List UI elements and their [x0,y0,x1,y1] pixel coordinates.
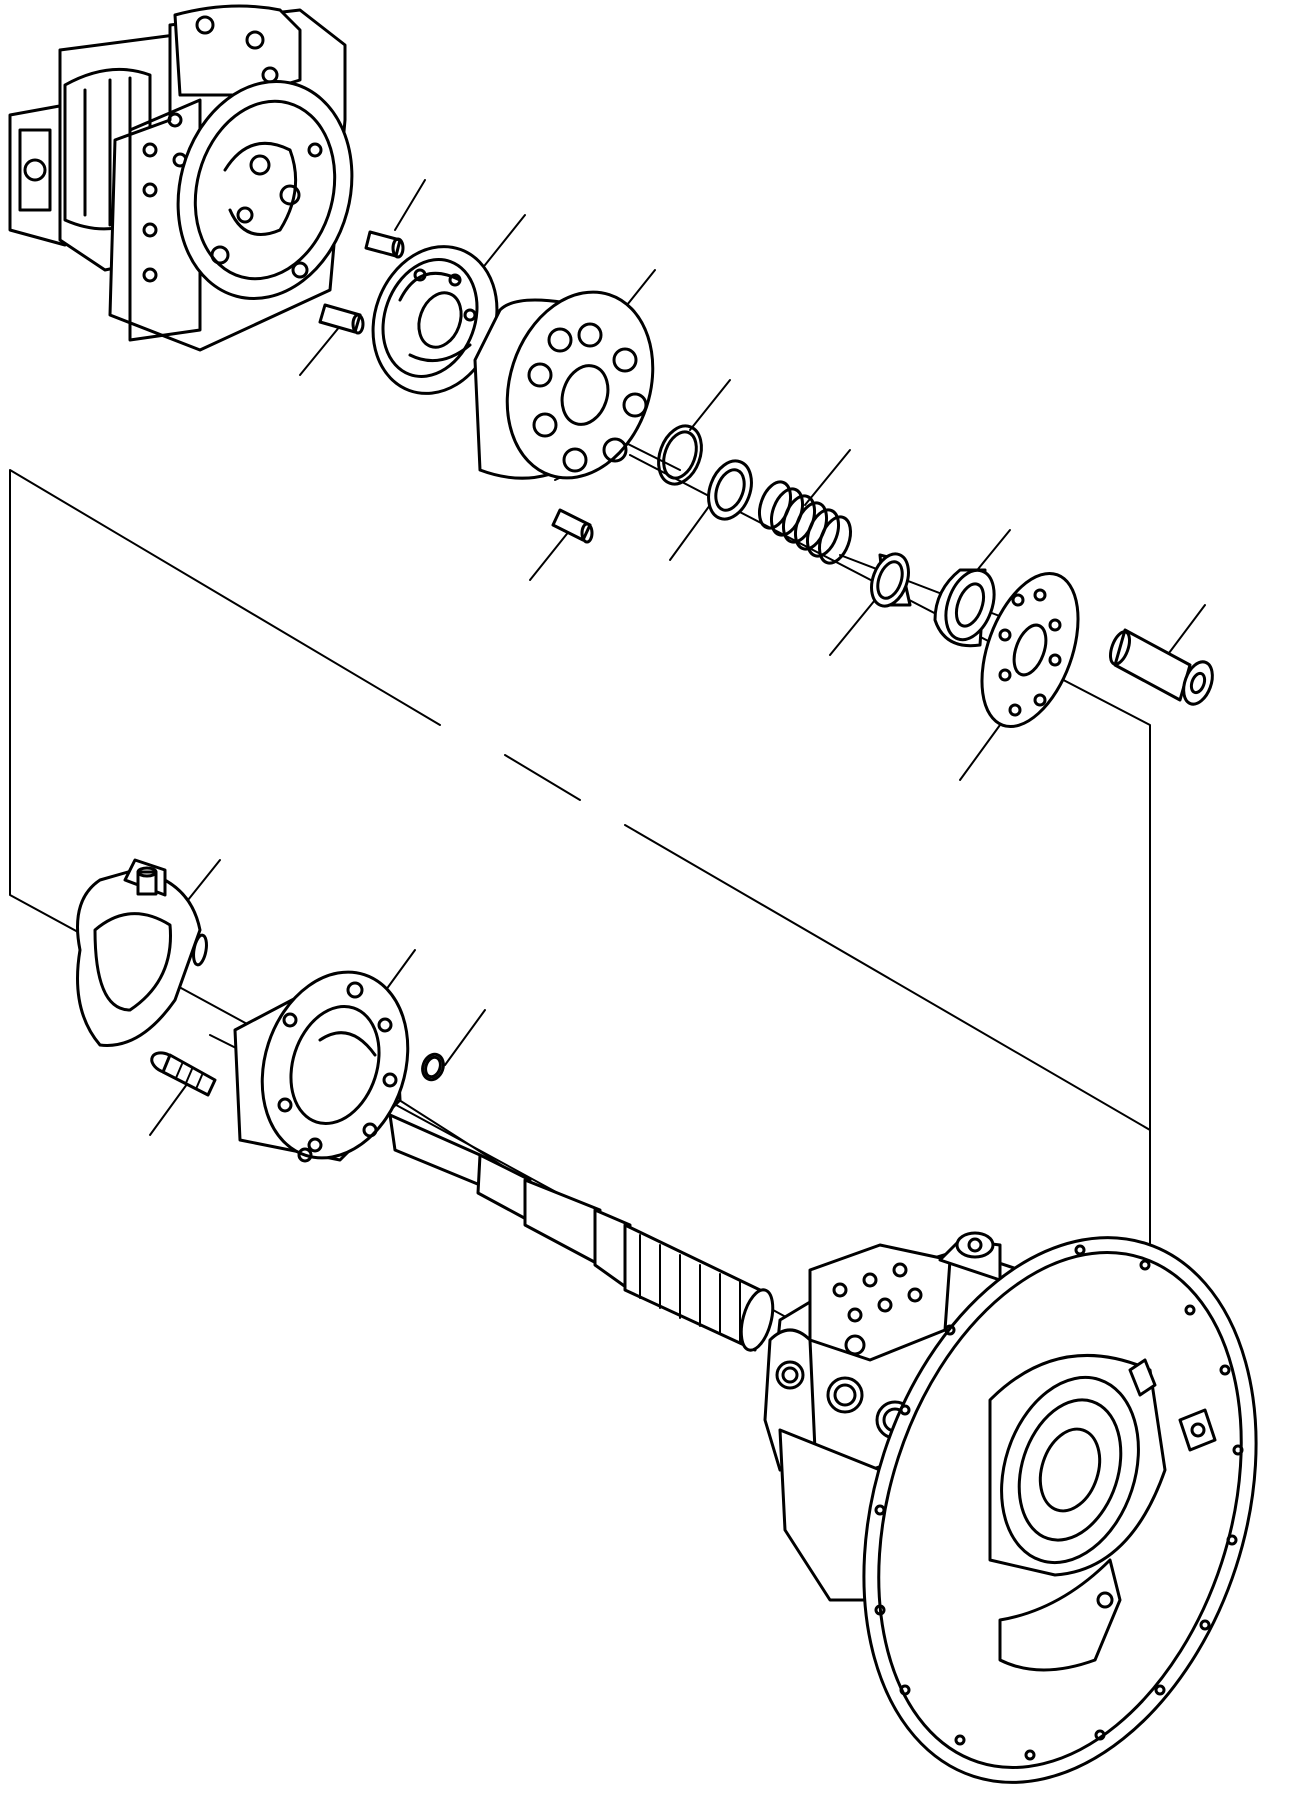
spherical-bushing [933,568,996,648]
o-ring [421,1052,445,1082]
cradle [233,970,410,1163]
center-axis-lines [209,321,1011,1331]
cap-screw [150,1051,217,1097]
spring-seat [870,552,912,608]
rear-pump-housing [8,4,354,352]
swash-plate [76,858,208,1047]
dowel-pin [318,303,365,335]
snap-ring [657,424,703,486]
drive-shaft [388,1113,775,1352]
front-pump-housing [763,1231,1258,1784]
retainer-plate [980,571,1080,729]
spring-washer [707,459,753,521]
leader-lines [149,179,1206,1136]
dowel-pin [364,230,405,259]
piston [1108,628,1214,706]
dowel-pin [551,508,594,544]
cylinder-block [473,290,655,480]
coil-spring [757,480,853,565]
